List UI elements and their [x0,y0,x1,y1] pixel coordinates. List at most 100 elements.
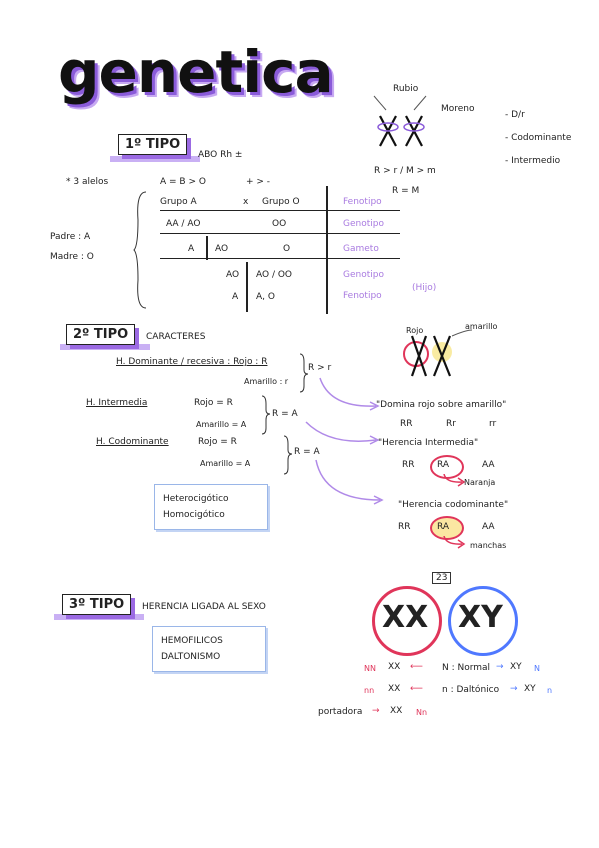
portadora-right: Nn [416,708,428,717]
allele-types-list: - D/r - Codominante - Intermedio [505,104,571,173]
table-row4-a: AO [226,270,240,280]
h-intermedia-a: Rojo = R [194,398,233,408]
conditions-box: HEMOFILICOS DALTONISMO [152,626,266,672]
h-intermedia-b: Amarillo = A [196,420,247,429]
tipo1-alelos: * 3 alelos [66,177,109,187]
arrow-icon [443,474,466,487]
dalt-right-n: n [547,686,553,695]
arrow-icon [443,536,466,549]
label-genotipo: Genotipo [343,219,384,229]
label-hijo: (Hijo) [412,283,437,293]
tipo1-heading: 1º TIPO [118,134,188,155]
codominante-rr: RR [398,522,411,532]
box-daltonismo: DALTONISMO [161,652,221,662]
table-header-x: x [243,197,249,207]
tipo1-groups: ABO Rh ± [198,150,243,160]
arrow-icon [305,377,384,505]
tipo2-caracteres: CARACTERES [146,332,206,342]
domina-rr-het: Rr [446,419,456,429]
manchas-label: manchas [470,541,507,550]
box-heterocigotico: Heterocigótico [163,494,229,504]
table-row3-b: AO [215,244,229,254]
codominante-ra: RA [437,522,450,532]
arrow-icon: → [372,706,380,716]
label-rojo: Rojo [406,326,424,335]
tipo3-subheading: HERENCIA LIGADA AL SEXO [142,602,266,612]
normal-text: N : Normal [442,663,491,673]
dalt-right: XY [524,684,536,694]
table-row3-right: O [283,244,291,254]
brace-icon [261,395,271,435]
codominance-rule: R = M [392,186,420,196]
page-title: genetica [58,38,334,106]
label-genotipo-hijo: Genotipo [343,270,384,280]
label-moreno: Moreno [441,104,475,114]
brace-icon [299,353,309,393]
h-dominante-b: Amarillo : r [244,377,289,386]
arrow-icon: ⟵ [410,662,423,672]
tipo1-order: A = B > O [160,177,206,187]
dominance-rule: R > r / M > m [374,166,436,176]
table-row2-left: AA / AO [166,219,201,229]
intermedia-rr: RR [402,460,415,470]
h-codominante-rel: R = A [294,447,320,457]
label-fenotipo: Fenotipo [343,197,382,207]
dalt-left: nn [364,686,375,695]
table-row4-b: AO / OO [256,270,293,280]
table-row5-a: A [232,292,239,302]
table-header-left: Grupo A [160,197,197,207]
label-rubio: Rubio [393,84,419,94]
tipo3-heading: 3º TIPO [62,594,132,615]
intermedia-aa: AA [482,460,495,470]
domina-rr-rec: rr [489,419,497,429]
tipo2-heading: 2º TIPO [66,324,136,345]
arrow-icon: → [496,662,504,672]
label-amarillo: amarillo [465,322,498,331]
normal-mid: XX [388,662,401,672]
pair-number: 23 [432,572,452,584]
label-gameto: Gameto [343,244,379,254]
list-item: - D/r [505,110,525,120]
box-homocigotico: Homocigótico [163,510,225,520]
intermedia-text: "Herencia Intermedia" [378,438,479,448]
tipo1-rh: + > - [246,177,271,187]
codominante-text: "Herencia codominante" [398,500,509,510]
xy-chromosomes: XY [458,600,503,635]
intermedia-ra: RA [437,460,450,470]
codominante-aa: AA [482,522,495,532]
domina-text: "Domina rojo sobre amarillo" [376,400,507,410]
list-item: - Codominante [505,133,572,143]
dalt-mid: XX [388,684,401,694]
normal-left: NN [364,664,376,673]
h-intermedia: H. Intermedia [86,398,148,408]
arrow-icon: ⟵ [410,684,423,694]
h-dominante: H. Dominante / recesiva : Rojo : R [116,357,268,367]
dalt-text: n : Daltónico [442,685,500,695]
h-codominante-a: Rojo = R [198,437,237,447]
chromosome-pair-icon [373,95,427,147]
brace-icon [283,435,293,475]
h-codominante: H. Codominante [96,437,169,447]
h-dominante-rel: R > r [308,363,332,373]
portadora-label: portadora [318,707,363,717]
padre-label: Padre : A [50,232,91,242]
table-header-right: Grupo O [262,197,300,207]
portadora-mid: XX [390,706,403,716]
xx-chromosomes: XX [382,600,429,635]
domina-rr: RR [400,419,413,429]
arrow-icon: → [510,684,518,694]
table-row3-a: A [188,244,195,254]
bracket-icon [133,191,147,309]
allele-chromosome-icon [403,329,473,377]
table-row5-b: A, O [256,292,275,302]
h-intermedia-rel: R = A [272,409,298,419]
box-hemofilicos: HEMOFILICOS [161,636,223,646]
zygosity-box: Heterocigótico Homocigótico [154,484,268,530]
table-row2-right: OO [272,219,287,229]
normal-right: XY [510,662,522,672]
naranja-label: Naranja [464,478,496,487]
h-codominante-b: Amarillo = A [200,459,251,468]
madre-label: Madre : O [50,252,94,262]
list-item: - Intermedio [505,156,561,166]
normal-right-n: N [534,664,540,673]
